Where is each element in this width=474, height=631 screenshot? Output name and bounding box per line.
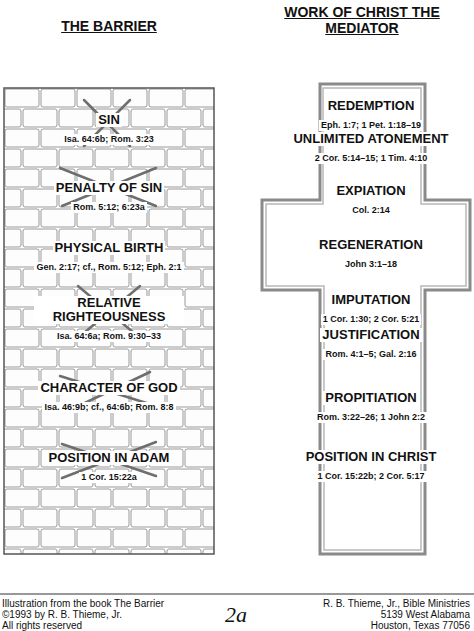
item-title-line: RELATIVE RIGHTEOUSNESS [34,296,184,325]
item-title: EXPIATION [334,184,407,198]
item-title: POSITION IN CHRIST [304,450,439,464]
barrier-item: CHARACTER OF GOD Isa. 46:9b; cf., 64:6b; … [9,378,209,414]
item-title-line: CHARACTER OF GOD [9,378,209,396]
mediator-cross: WORK OF CHRIST THE MEDIATORREDEMPTIONEph… [240,84,474,554]
scripture-reference: Isa. 64:6b; Rom. 3:23 [62,134,156,145]
scripture-reference: Rom. 5:12; 6:23a [71,202,147,213]
item-title-line: JUSTIFICATION [271,325,471,343]
scripture-line: Isa. 64:6a; Rom. 9:30–33 [34,325,184,343]
item-title: UNLIMITED ATONEMENT [291,132,450,146]
scripture-reference: Gen. 2:17; cf., Rom. 5:12; Eph. 2:1 [34,262,183,273]
work-item: PROPITIATION Rom. 3:22–26; 1 John 2:2 [271,388,471,424]
scripture-line: Rom. 3:22–26; 1 John 2:2 [271,406,471,424]
scripture-line: 1 Cor. 1:30; 2 Cor. 5:21 [281,308,461,326]
item-title: REDEMPTION [326,99,417,113]
scripture-reference: John 3:1–18 [343,259,399,270]
item-title: PHYSICAL BIRTH [53,241,166,255]
scripture-line: Rom. 4:1–5; Gal. 2:16 [271,343,471,361]
work-item: POSITION IN CHRIST 1 Cor. 15:22b; 2 Cor. … [266,447,474,483]
item-title-line: PROPITIATION [271,388,471,406]
page-number: 2a [225,603,247,627]
item-title: PENALTY OF SIN [54,181,164,195]
item-title: SIN [96,113,122,127]
item-title: IMPUTATION [330,293,413,307]
footer-note: All rights reserved [2,620,82,631]
scripture-line: Isa. 46:9b; cf., 64:6b; Rom. 8:8 [9,396,209,414]
scripture-reference: Rom. 4:1–5; Gal. 2:16 [323,349,418,360]
barrier-item: SIN Isa. 64:6b; Rom. 3:23 [24,110,194,146]
scripture-line: Gen. 2:17; cf., Rom. 5:12; Eph. 2:1 [6,256,212,274]
item-title: POSITION IN ADAM [47,451,172,465]
footer-note: Illustration from the book The Barrier [2,598,164,609]
scripture-reference: 1 Cor. 1:30; 2 Cor. 5:21 [321,314,422,325]
barrier-item: PHYSICAL BIRTH Gen. 2:17; cf., Rom. 5:12;… [6,238,212,274]
barrier-item: POSITION IN ADAM 1 Cor. 15:22a [19,448,199,484]
barrier-wall: THE BARRIERSINIsa. 64:6b; Rom. 3:23PENAL… [4,88,214,554]
column-heading: WORK OF CHRIST THE MEDIATOR [272,4,452,36]
item-title-line: IMPUTATION [281,290,461,308]
item-title: REGENERATION [317,238,425,252]
footer-note: Houston, Texas 77056 [371,620,470,631]
footer-note: ©1993 by R. B. Thieme, Jr. [2,609,122,620]
barrier-item: PENALTY OF SIN Rom. 5:12; 6:23a [24,178,194,214]
scripture-line: 1 Cor. 15:22a [19,466,199,484]
item-title-line: REGENERATION [281,235,461,253]
column-heading: THE BARRIER [4,18,214,34]
scripture-reference: 2 Cor. 5:14–15; 1 Tim. 4:10 [313,153,429,164]
work-item: EXPIATION Col. 2:14 [281,181,461,217]
work-item: IMPUTATION 1 Cor. 1:30; 2 Cor. 5:21 [281,290,461,326]
item-title-line: PENALTY OF SIN [24,178,194,196]
item-title: JUSTIFICATION [320,328,421,342]
scripture-reference: Eph. 1:7; 1 Pet. 1:18–19 [319,120,423,131]
item-title-line: UNLIMITED ATONEMENT [261,129,474,147]
scripture-line: Isa. 64:6b; Rom. 3:23 [24,128,194,146]
footer-note: 5139 West Alabama [381,609,470,620]
scripture-reference: Isa. 64:6a; Rom. 9:30–33 [55,331,163,342]
item-title-line: PHYSICAL BIRTH [6,238,212,256]
scripture-line: Col. 2:14 [281,199,461,217]
work-item: JUSTIFICATION Rom. 4:1–5; Gal. 2:16 [271,325,471,361]
scripture-reference: Col. 2:14 [350,205,392,216]
item-title: RELATIVE RIGHTEOUSNESS [34,296,184,324]
item-title-line: REDEMPTION [271,96,471,114]
item-title-line: POSITION IN ADAM [19,448,199,466]
scripture-line: Rom. 5:12; 6:23a [24,196,194,214]
scripture-reference: 1 Cor. 15:22a [79,472,139,483]
item-title: CHARACTER OF GOD [38,381,179,395]
footer-note: R. B. Thieme, Jr., Bible Ministries [323,598,470,609]
work-item: REGENERATION John 3:1–18 [281,235,461,271]
work-item: UNLIMITED ATONEMENT 2 Cor. 5:14–15; 1 Tim… [261,129,474,165]
scripture-line: 2 Cor. 5:14–15; 1 Tim. 4:10 [261,147,474,165]
scripture-line: 1 Cor. 15:22b; 2 Cor. 5:17 [266,465,474,483]
scripture-line: Eph. 1:7; 1 Pet. 1:18–19 [271,114,471,132]
scripture-line: John 3:1–18 [281,253,461,271]
scripture-reference: Rom. 3:22–26; 1 John 2:2 [315,412,427,423]
barrier-item: RELATIVE RIGHTEOUSNESS Isa. 64:6a; Rom. 9… [34,296,184,343]
item-title-line: EXPIATION [281,181,461,199]
work-item: REDEMPTION Eph. 1:7; 1 Pet. 1:18–19 [271,96,471,132]
item-title-line: SIN [24,110,194,128]
item-title-line: POSITION IN CHRIST [266,447,474,465]
scripture-reference: Isa. 46:9b; cf., 64:6b; Rom. 8:8 [42,402,175,413]
scripture-reference: 1 Cor. 15:22b; 2 Cor. 5:17 [315,471,426,482]
item-title: PROPITIATION [323,391,418,405]
